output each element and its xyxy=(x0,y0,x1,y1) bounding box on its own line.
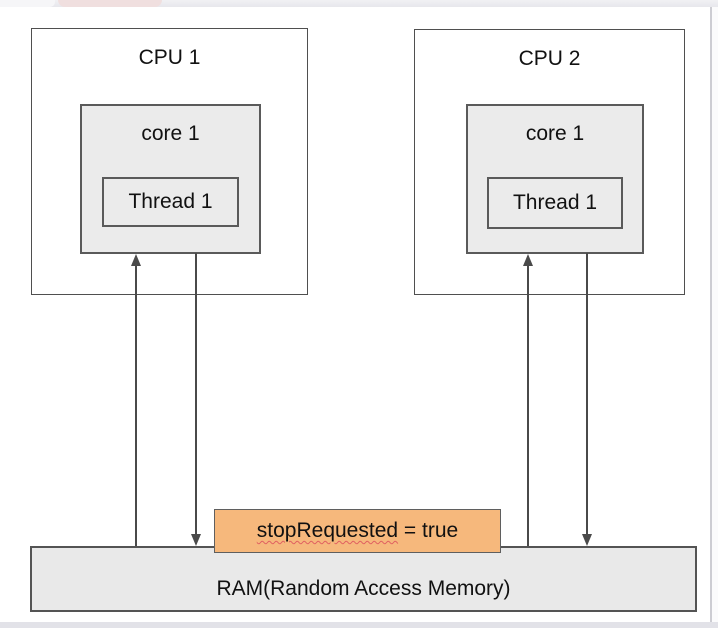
ram-box: RAM(Random Access Memory) xyxy=(30,546,697,612)
browser-tab-fragment-left[interactable] xyxy=(0,0,55,7)
page-right-gutter xyxy=(712,7,718,622)
shared-variable-value: = true xyxy=(403,519,459,542)
cpu1-thread-box: Thread 1 xyxy=(102,177,239,227)
cpu1-thread-label: Thread 1 xyxy=(128,190,213,213)
shared-variable-name: stopRequested xyxy=(256,519,399,542)
cpu1-box: CPU 1 core 1 Thread 1 xyxy=(31,28,308,295)
arrow-cpu2-to-ram-head-icon xyxy=(582,534,592,546)
cpu2-title: CPU 2 xyxy=(518,47,581,70)
ram-label: RAM(Random Access Memory) xyxy=(216,577,511,600)
page-right-border xyxy=(710,7,712,622)
arrow-cpu1-to-ram-line xyxy=(195,253,197,535)
shared-variable-box: stopRequested = true xyxy=(214,509,501,553)
arrow-ram-to-cpu1-line xyxy=(135,257,137,546)
arrow-ram-to-cpu1-head-icon xyxy=(131,254,141,266)
cpu2-core-box: core 1 Thread 1 xyxy=(466,104,644,254)
arrow-cpu1-to-ram-head-icon xyxy=(191,534,201,546)
arrow-ram-to-cpu2-line xyxy=(527,257,529,546)
cpu1-core-box: core 1 Thread 1 xyxy=(80,104,261,254)
cpu1-core-title: core 1 xyxy=(141,122,200,145)
cpu2-core-title: core 1 xyxy=(525,122,585,145)
page-bottom-strip xyxy=(0,622,718,628)
cpu1-title: CPU 1 xyxy=(138,46,201,69)
browser-tab-fragment-pink[interactable] xyxy=(58,0,162,7)
cpu2-box: CPU 2 core 1 Thread 1 xyxy=(414,29,685,295)
cpu2-thread-label: Thread 1 xyxy=(512,191,598,214)
browser-tabstrip-fragment xyxy=(0,0,718,7)
arrow-cpu2-to-ram-line xyxy=(586,253,588,535)
arrow-ram-to-cpu2-head-icon xyxy=(523,254,533,266)
cpu2-thread-box: Thread 1 xyxy=(487,177,623,229)
